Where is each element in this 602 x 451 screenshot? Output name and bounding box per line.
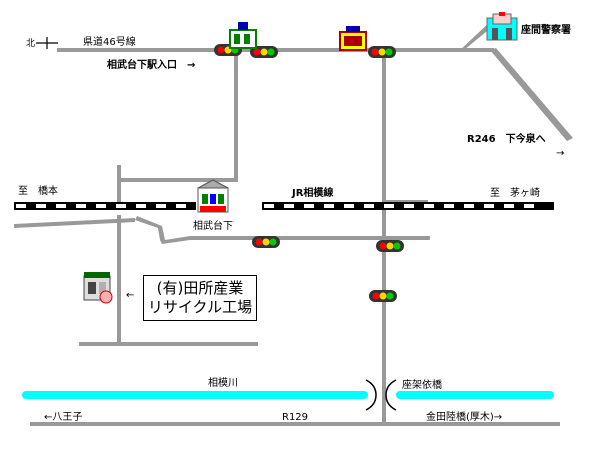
callout-arrow: ←: [126, 290, 134, 301]
rail-tie: [344, 204, 354, 208]
sagami-river: [22, 391, 554, 399]
road-upper-link: [117, 178, 236, 182]
rail-tie: [444, 204, 454, 208]
sagami-river-label: 相模川: [208, 376, 238, 389]
rail-tie: [56, 204, 66, 208]
rail-tie: [524, 204, 534, 208]
rail-tie: [76, 204, 86, 208]
river-right: [396, 391, 554, 399]
police-station-icon: [486, 12, 518, 41]
rail-tie: [424, 204, 434, 208]
road-left-lower-vertical: [117, 215, 121, 345]
road-lower-horizontal: [79, 342, 258, 346]
building-icon: [229, 22, 257, 49]
rail-tie: [384, 204, 394, 208]
rail-tie: [264, 204, 274, 208]
r129-label: R129: [282, 412, 308, 423]
factory-icon: [83, 272, 113, 304]
rail-tie: [36, 204, 46, 208]
jr-railway: [14, 202, 554, 210]
river-left: [22, 391, 368, 399]
sagamidai-exit-label: 相武台下駅入口 →: [107, 58, 195, 71]
road-station-link: [135, 216, 190, 244]
company-callout: (有)田所産業 リサイクル工場: [143, 275, 257, 321]
bridge: [365, 379, 397, 411]
company-name: (有)田所産業: [156, 279, 244, 297]
shop-icon: [339, 26, 367, 51]
road-left-branch: [14, 218, 135, 228]
traffic-signal-icon: [368, 46, 396, 58]
rail-tie: [484, 204, 494, 208]
rail-tie: [96, 204, 106, 208]
to-chigasaki-label: 至 茅ヶ崎: [490, 186, 540, 199]
to-hashimoto-label: 至 橋本: [18, 184, 58, 197]
north-label: 北: [26, 38, 35, 49]
route46-label: 県道46号線: [83, 35, 136, 48]
roads: [14, 19, 573, 426]
station-icon: [197, 179, 229, 213]
rail-tie: [116, 204, 126, 208]
rail-tie: [16, 204, 26, 208]
rail-tie: [364, 204, 374, 208]
jr-line-label: JR相模線: [291, 186, 333, 199]
rail-tie: [464, 204, 474, 208]
traffic-signals: [214, 44, 404, 302]
rail-tie: [304, 204, 314, 208]
rail-tie: [324, 204, 334, 208]
road-mid-horizontal: [190, 236, 430, 240]
bridge-bracket-left: [365, 379, 377, 411]
road-right-mid: [354, 236, 384, 240]
rail-tie: [136, 204, 146, 208]
road-r129: [30, 422, 560, 426]
r246-arrow: →: [556, 148, 564, 159]
traffic-signal-icon: [376, 240, 404, 252]
kanada-label: 金田陸橋(厚木)→: [426, 410, 502, 423]
bridge-label: 座架依橋: [402, 378, 442, 391]
north-arrow-icon: [36, 37, 58, 49]
rail-tie: [504, 204, 514, 208]
rail-tie: [404, 204, 414, 208]
company-subtitle: リサイクル工場: [147, 298, 253, 316]
bridge-bracket-right: [385, 379, 397, 411]
road-left-upper-vertical: [117, 165, 121, 202]
traffic-signal-icon: [369, 290, 397, 302]
police-label: 座間警察署: [520, 23, 571, 36]
road-vertical-left: [234, 52, 238, 182]
rail-tie: [284, 204, 294, 208]
rail-tie: [176, 204, 186, 208]
road-r246: [490, 48, 573, 141]
hachioji-label: ←八王子: [44, 411, 82, 423]
rail-tie: [156, 204, 166, 208]
station-label: 相武台下: [193, 219, 233, 232]
traffic-signal-icon: [252, 236, 280, 248]
r246-label: R246 下今泉へ: [467, 132, 546, 145]
